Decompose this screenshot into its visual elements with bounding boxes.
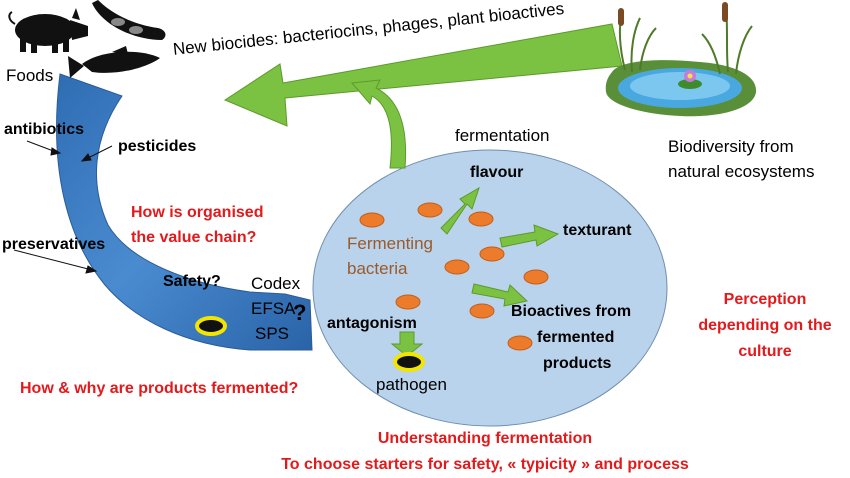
fermenting-line2: bacteria — [347, 259, 408, 278]
perception-line1: Perception — [723, 291, 807, 308]
bacterium — [395, 294, 421, 310]
fermenting-bacteria-group — [359, 202, 549, 351]
safety-label: Safety? — [163, 273, 221, 290]
pathogen-marker-safety — [195, 316, 227, 336]
codex-label: Codex — [251, 274, 301, 293]
flavour-arrow — [440, 186, 480, 235]
fermentation-curved-arrow — [351, 79, 407, 169]
flavour-label: flavour — [470, 164, 524, 181]
bacterium — [469, 303, 495, 319]
fish-icon — [68, 46, 160, 78]
pig-icon — [8, 8, 88, 53]
sps-label: SPS — [255, 324, 290, 343]
bacterium — [444, 259, 470, 275]
preservatives-label: preservatives — [2, 236, 106, 253]
biodiversity-line1: Biodiversity from — [668, 137, 794, 156]
antibiotics-label: antibiotics — [4, 121, 85, 138]
value-chain-curve — [56, 73, 313, 351]
pesticides-label: pesticides — [118, 138, 197, 155]
efsa-label: EFSA — [251, 299, 296, 318]
bacterium — [417, 202, 443, 218]
bacterium — [359, 212, 385, 228]
bean-pod-icon — [92, 0, 166, 40]
bacterium — [507, 335, 533, 351]
question-mark: ? — [293, 300, 307, 325]
new-biocides-arrow — [223, 23, 623, 127]
texturant-label: texturant — [563, 222, 632, 239]
biodiversity-line2: natural ecosystems — [668, 162, 815, 181]
value-chain-line2: the value chain? — [131, 229, 257, 246]
bacterium — [468, 211, 494, 227]
bioactives-line2: fermented — [537, 329, 615, 346]
understanding-line1: Understanding fermentation — [377, 430, 593, 447]
antagonism-arrow — [390, 331, 424, 357]
fermenting-line1: Fermenting — [347, 234, 433, 253]
foods-label: Foods — [6, 66, 54, 85]
pathogen-marker — [393, 352, 425, 372]
pointer-arrows — [13, 140, 113, 274]
value-chain-line1: How is organised — [131, 204, 264, 221]
bioactives-line3: products — [543, 355, 612, 372]
antagonism-label: antagonism — [327, 315, 417, 332]
bioactives-arrow — [471, 283, 529, 307]
how-why-label: How & why are products fermented? — [20, 380, 299, 397]
bioactives-line1: Bioactives from — [511, 303, 632, 320]
perception-line3: culture — [738, 343, 792, 360]
perception-line2: depending on the — [698, 317, 832, 334]
fermentation-label: fermentation — [455, 126, 550, 145]
bacterium — [479, 246, 505, 262]
pond-icon — [605, 2, 757, 117]
understanding-line2: To choose starters for safety, « typicit… — [281, 456, 689, 473]
bacterium — [523, 269, 549, 285]
pathogen-label: pathogen — [376, 375, 447, 394]
texturant-arrow — [499, 224, 560, 248]
